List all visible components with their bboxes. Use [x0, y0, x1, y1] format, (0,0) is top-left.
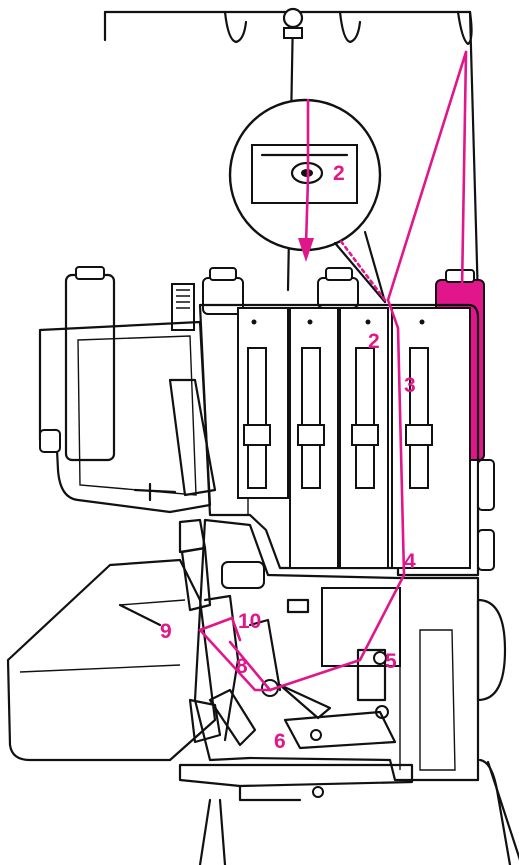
thread-guide-magnifier-icon — [230, 100, 385, 302]
step-label-5: 5 — [385, 650, 397, 673]
step-label-9: 9 — [160, 620, 172, 643]
overlock-machine-icon — [8, 267, 519, 865]
step-label-10: 10 — [238, 610, 261, 633]
step-label-4: 4 — [404, 550, 416, 573]
step-label-8: 8 — [236, 655, 248, 678]
step-label-3: 3 — [404, 374, 416, 397]
step-label-inset: 2 — [333, 162, 345, 185]
step-label-6: 6 — [274, 730, 286, 753]
step-label-2: 2 — [368, 330, 380, 353]
